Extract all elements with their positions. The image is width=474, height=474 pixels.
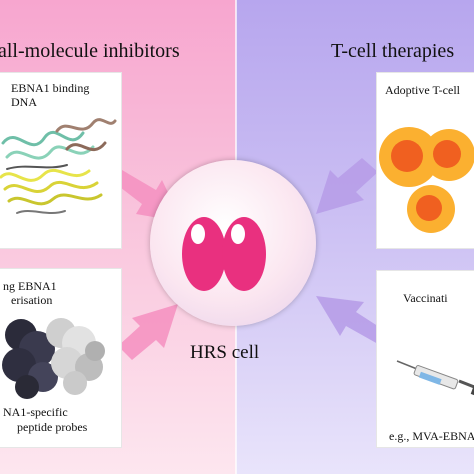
t-cell-icon: [379, 127, 474, 233]
nucleus-left: [182, 217, 226, 291]
syringe-icon: [396, 360, 474, 396]
t-cell-heading: T-cell therapies: [331, 40, 455, 62]
panel-ebna1-dimerisation: ng EBNA1 erisation NA1-specific peptide …: [0, 268, 122, 448]
nucleus-right-highlight: [231, 224, 245, 244]
panel-bl-footer1: NA1-specific: [3, 405, 68, 419]
nucleus-right: [222, 217, 266, 291]
arrow-bottom-right: [316, 296, 384, 344]
protein-structure-icon: [0, 118, 117, 214]
panel-bl-line2: erisation: [11, 293, 53, 307]
protein-structure-icon: [2, 318, 105, 399]
arrow-top-right: [316, 158, 378, 214]
panel-adoptive-t-cell: Adoptive T-cell: [376, 72, 474, 249]
panel-tl-line1: EBNA1 binding: [11, 81, 90, 95]
nucleus-left-highlight: [191, 224, 205, 244]
panel-bl-footer2: peptide probes: [17, 420, 88, 434]
panel-tl-line2: DNA: [11, 95, 37, 109]
arrow-bottom-left: [118, 304, 178, 360]
panel-bl-line1: ng EBNA1: [3, 279, 57, 293]
small-molecule-heading: all-molecule inhibitors: [0, 40, 180, 62]
hrs-cell-label: HRS cell: [190, 342, 260, 363]
panel-vaccination: Vaccinati e.g., MVA-EBNA: [376, 270, 474, 448]
panel-tr-line1: Adoptive T-cell: [385, 83, 460, 97]
panel-br-line1: Vaccinati: [403, 291, 448, 305]
panel-br-footer1: e.g., MVA-EBNA: [389, 429, 474, 443]
panel-ebna1-dna-binding: EBNA1 binding DNA: [0, 72, 122, 249]
